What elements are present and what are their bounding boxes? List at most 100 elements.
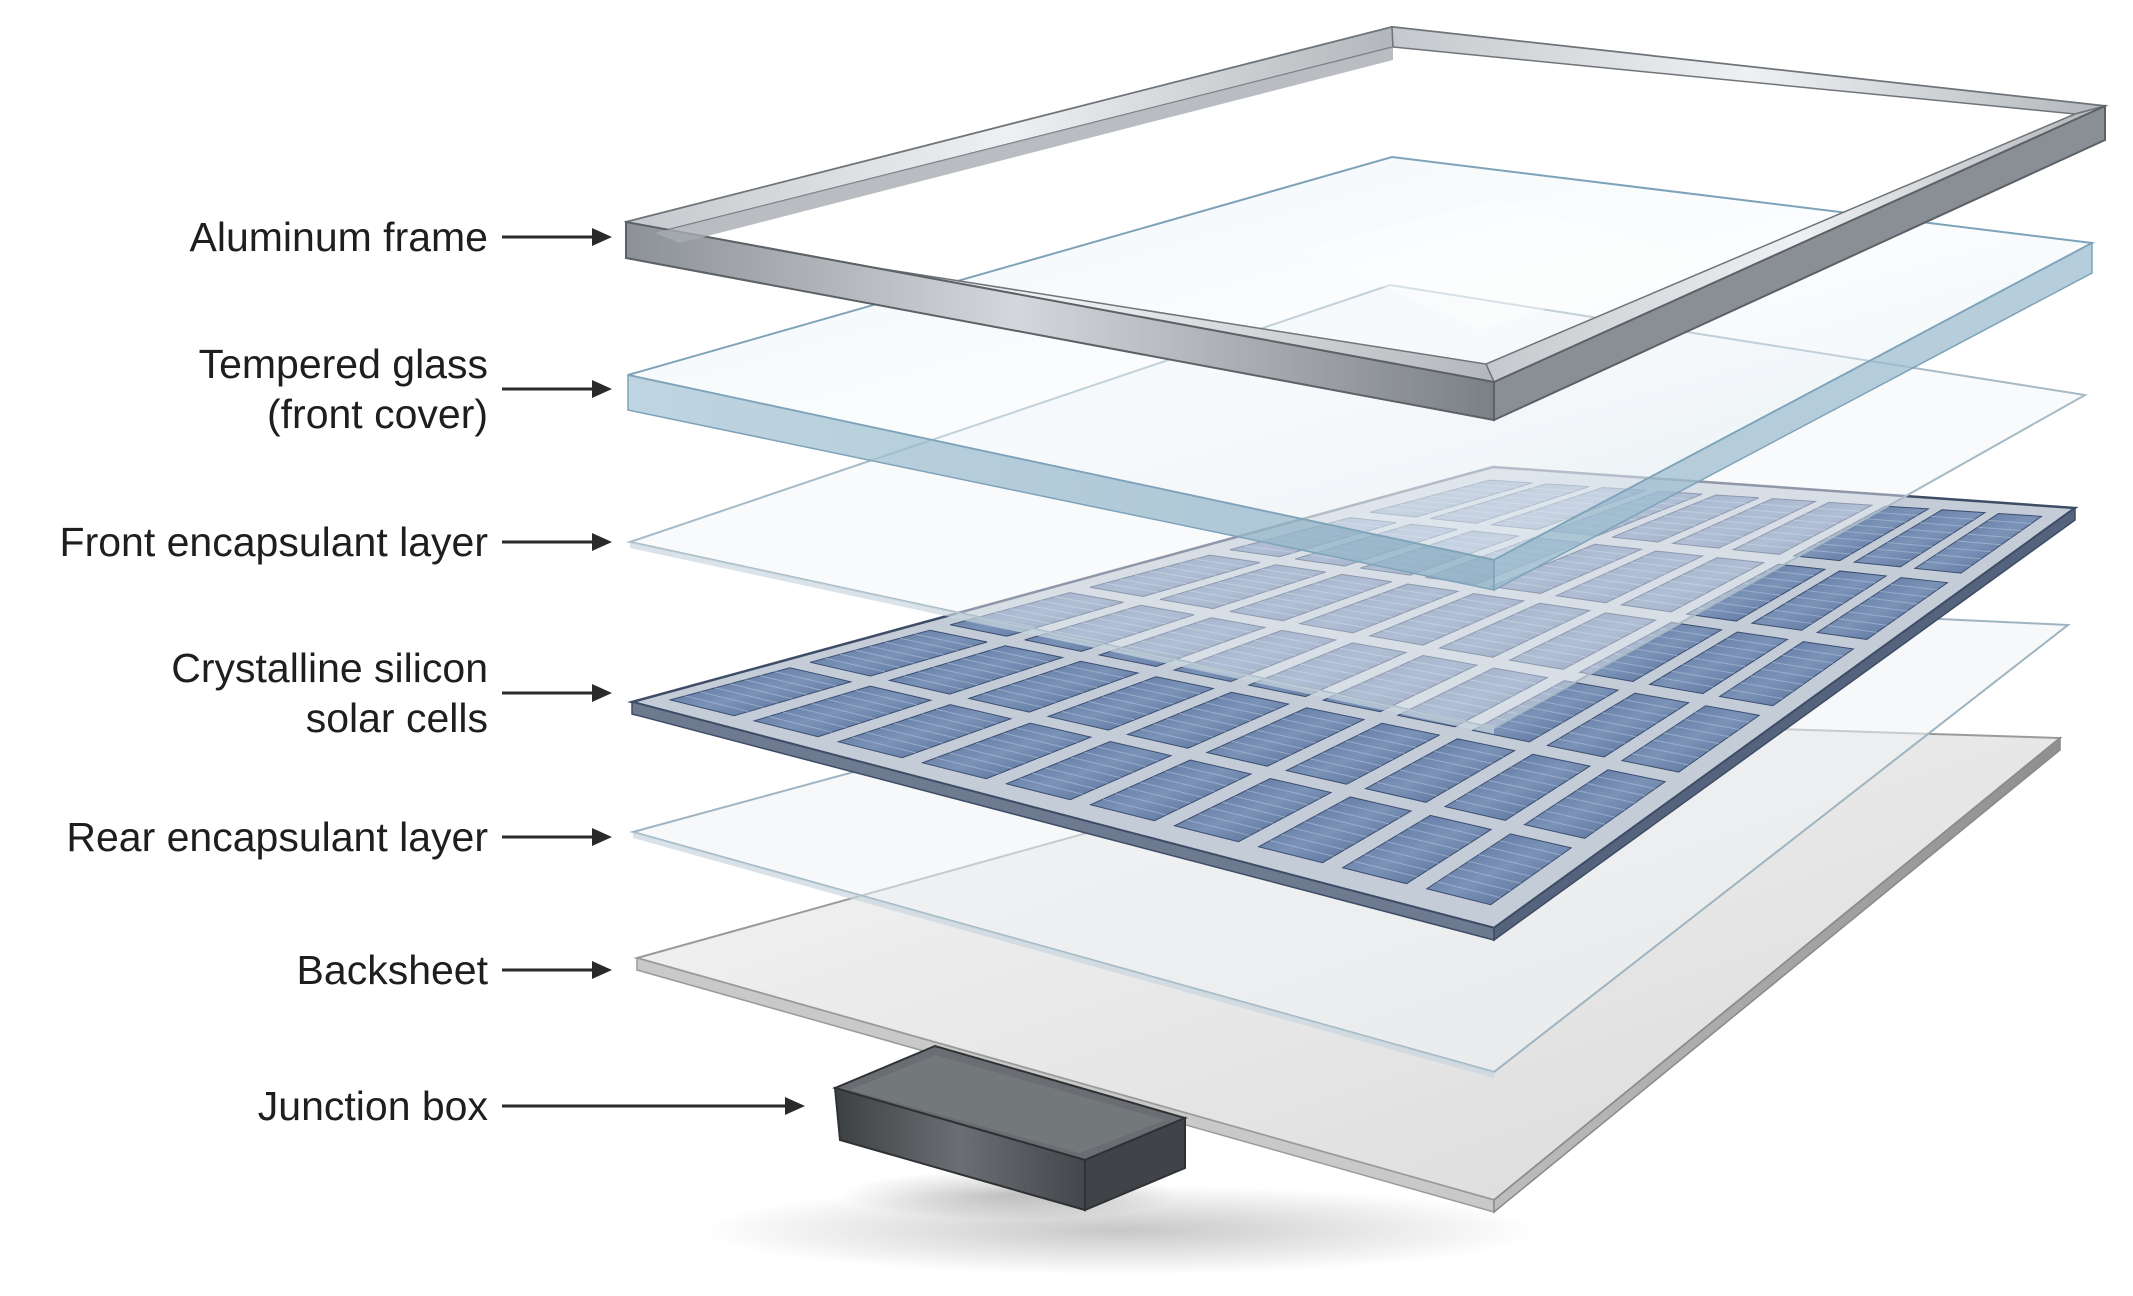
cell-finger-line: [1747, 509, 1792, 514]
cell-finger-line: [1555, 803, 1616, 818]
label-rear-encapsulant: Rear encapsulant layer: [66, 814, 612, 860]
solar-cell: [1685, 563, 1827, 622]
cell-finger-line: [1569, 630, 1621, 640]
cell-finger-line: [797, 707, 861, 724]
cell-finger-line: [1088, 701, 1148, 716]
cell-finger-line: [1566, 796, 1626, 811]
cell-finger-line: [1061, 710, 1122, 726]
cell-finger-line: [1386, 841, 1449, 858]
cell-finger-line: [976, 653, 1035, 668]
solar-cell: [1321, 654, 1479, 713]
cell-finger-line: [1039, 600, 1095, 612]
cell-finger-line: [1759, 503, 1804, 508]
cell-finger-line: [1271, 597, 1324, 607]
cell-finger-line: [768, 716, 833, 733]
cell-finger-line: [1663, 732, 1720, 745]
cell-finger-line: [1569, 731, 1626, 744]
cell-finger-line: [1464, 636, 1518, 647]
cell-finger-line: [1219, 746, 1280, 761]
cell-finger-line: [869, 645, 929, 660]
cell-finger-line: [1101, 696, 1161, 710]
cell-finger-line: [1722, 520, 1768, 526]
cell-finger-line: [1460, 598, 1512, 607]
arrow-backsheet: [592, 961, 612, 979]
cell-finger-line: [1816, 542, 1863, 549]
cell-finger-line: [1612, 705, 1668, 717]
cell-finger-line: [1529, 698, 1585, 711]
cell-finger-line: [1545, 641, 1598, 652]
cell-finger-line: [1693, 568, 1741, 576]
cell-finger-line: [1327, 808, 1390, 825]
cell-finger-line: [1326, 613, 1380, 624]
cell-finger-line: [1141, 640, 1197, 653]
cell-finger-line: [1782, 654, 1834, 664]
cell-finger-line: [1222, 801, 1285, 818]
cell-finger-line: [1568, 554, 1617, 561]
cell-finger-line: [1398, 666, 1453, 678]
cell-finger-line: [1740, 682, 1794, 693]
cell-finger-line: [1075, 706, 1135, 721]
cell-finger-line: [1024, 679, 1084, 694]
cell-finger-line: [1256, 729, 1316, 744]
cell-finger-line: [1681, 574, 1730, 582]
cell-finger-line: [1261, 568, 1312, 578]
solar-cell: [1364, 738, 1516, 803]
solar-cell: [1792, 505, 1931, 562]
cell-finger-line: [1555, 559, 1604, 567]
solar-cell: [1425, 833, 1573, 906]
cell-finger-line: [1715, 644, 1767, 654]
cell-finger-line: [1010, 683, 1071, 698]
cell-finger-line: [1710, 526, 1755, 532]
cell-finger-line: [1568, 589, 1618, 598]
solar-cell: [1125, 691, 1291, 749]
cell-finger-line: [1806, 590, 1855, 597]
cell-finger-line: [1514, 613, 1566, 623]
cell-finger-line: [1377, 781, 1438, 797]
cell-finger-line: [1663, 515, 1709, 521]
cell-finger-line: [1164, 566, 1217, 576]
cell-finger-line: [1115, 793, 1179, 810]
cell-finger-line: [1468, 860, 1532, 877]
cell-finger-line: [1935, 554, 1982, 560]
cell-finger-line: [759, 675, 822, 691]
cell-finger-line: [1593, 618, 1645, 627]
cell-finger-line: [1669, 580, 1718, 588]
cell-finger-line: [1477, 630, 1530, 641]
cell-finger-line: [1243, 606, 1297, 617]
cell-finger-line: [1848, 611, 1898, 619]
cell-finger-line: [1258, 783, 1320, 800]
cell-finger-line: [1445, 691, 1502, 703]
cell-finger-line: [1946, 547, 1992, 553]
cell-finger-line: [1784, 603, 1834, 611]
label-front-encapsulant: Front encapsulant layer: [60, 519, 612, 565]
cell-finger-line: [935, 708, 998, 725]
cell-finger-line: [1839, 530, 1885, 536]
cell-finger-line: [1581, 584, 1631, 592]
cell-finger-line: [1838, 618, 1888, 626]
cell-finger-line: [1024, 604, 1080, 616]
cell-finger-line: [1909, 528, 1954, 534]
cell-finger-line: [1045, 767, 1109, 784]
cell-finger-line: [1292, 827, 1356, 844]
cell-finger-line: [1597, 776, 1656, 790]
cell-finger-line: [914, 633, 973, 647]
solar-cell: [1368, 593, 1526, 646]
cell-finger-line: [1298, 764, 1359, 779]
cell-finger-line: [1165, 770, 1227, 787]
cell-finger-line: [1269, 724, 1328, 738]
cell-finger-line: [1205, 702, 1264, 716]
cell-finger-line: [1179, 562, 1231, 572]
cell-finger-line: [1140, 728, 1201, 744]
cell-finger-line: [1481, 673, 1536, 685]
cell-finger-line: [1397, 834, 1460, 851]
cell-finger-line: [1781, 525, 1826, 531]
cell-finger-line: [1169, 631, 1225, 643]
cell-finger-line: [1489, 625, 1542, 635]
label-solar-cells-line2: solar cells: [306, 695, 488, 741]
cell-finger-line: [1338, 802, 1401, 818]
cell-finger-line: [961, 658, 1021, 672]
cell-finger-line: [899, 637, 959, 651]
cell-finger-line: [685, 695, 749, 713]
cell-finger-line: [1419, 821, 1481, 837]
cell-finger-line: [1166, 718, 1226, 733]
